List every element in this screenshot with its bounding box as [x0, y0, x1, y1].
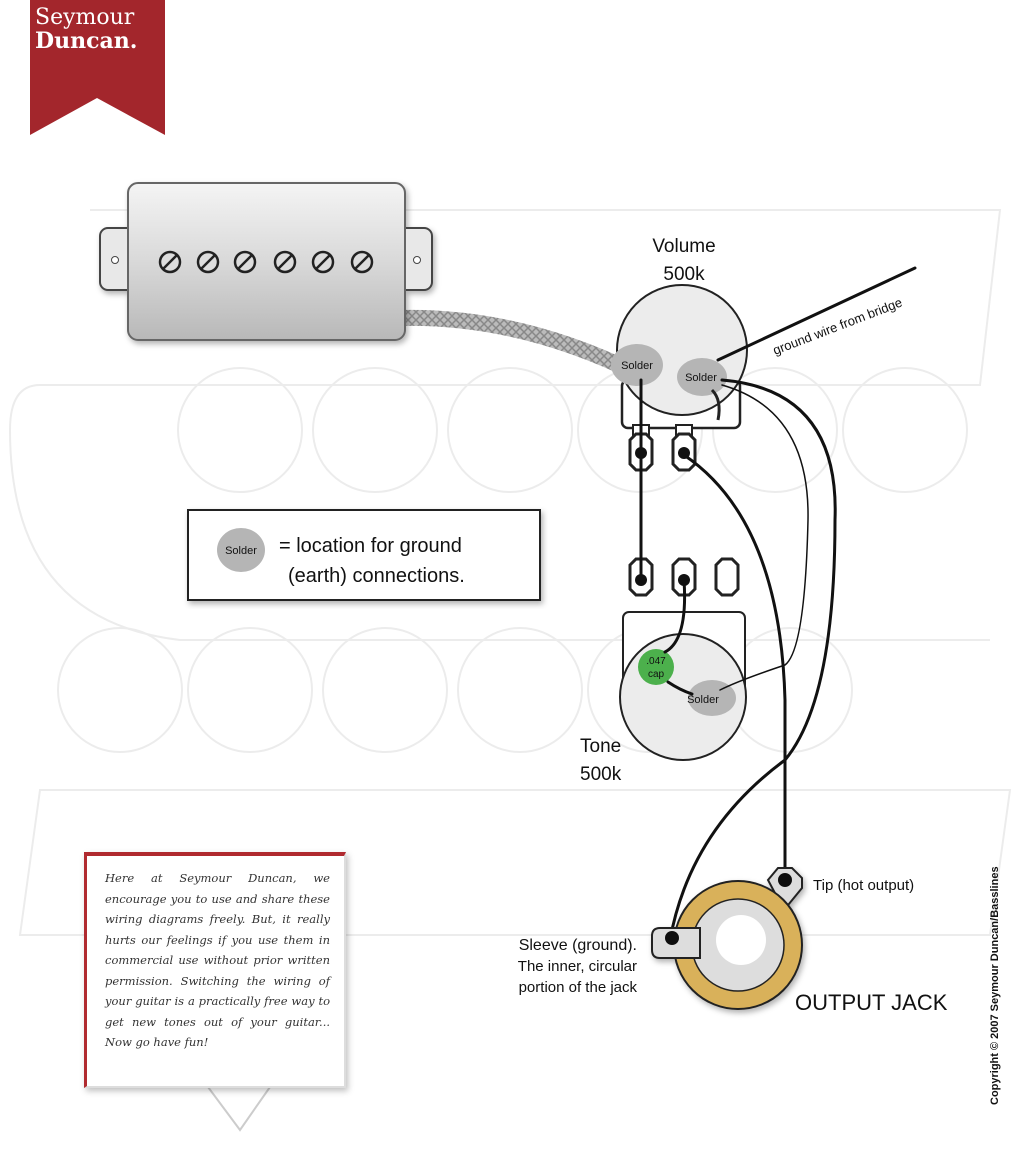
sleeve-label-2: The inner, circular — [518, 958, 637, 975]
volume-label: Volume — [652, 236, 715, 257]
volume-solder-left: Solder — [621, 360, 653, 372]
svg-text:(earth) connections.: (earth) connections. — [288, 565, 465, 587]
note-pointer — [207, 1086, 271, 1132]
cap-label: cap — [648, 669, 665, 680]
volume-solder-right: Solder — [685, 372, 717, 384]
pole-screws — [158, 250, 374, 274]
svg-text:= location for ground: = location for ground — [279, 535, 462, 557]
output-jack-title: OUTPUT JACK — [795, 990, 948, 1015]
svg-text:Duncan.: Duncan. — [35, 28, 137, 54]
humbucker-pickup — [99, 182, 433, 341]
usage-note: Here at Seymour Duncan, we encourage you… — [84, 852, 346, 1088]
svg-text:Seymour: Seymour — [35, 5, 135, 30]
tone-value: 500k — [580, 764, 622, 785]
sleeve-label-1: Sleeve (ground). — [519, 937, 637, 954]
tone-solder: Solder — [687, 694, 719, 706]
volume-value: 500k — [663, 264, 705, 285]
background-outline — [8, 209, 1012, 936]
copyright: Copyright © 2007 Seymour Duncan/Bassline… — [989, 866, 1001, 1105]
seymour-duncan-logo: Seymour Duncan. — [30, 0, 165, 135]
volume-pot — [611, 284, 748, 472]
tone-label: Tone — [580, 736, 621, 757]
solder-legend: Solder = location for ground (earth) con… — [187, 509, 541, 601]
output-jack — [651, 867, 803, 1010]
svg-text:Solder: Solder — [225, 545, 257, 557]
sleeve-label-3: portion of the jack — [519, 979, 638, 996]
wires — [639, 266, 917, 942]
tip-label: Tip (hot output) — [813, 877, 914, 894]
cap-value: .047 — [646, 656, 666, 667]
braided-pickup-cable — [399, 309, 644, 383]
tone-pot — [619, 557, 747, 761]
